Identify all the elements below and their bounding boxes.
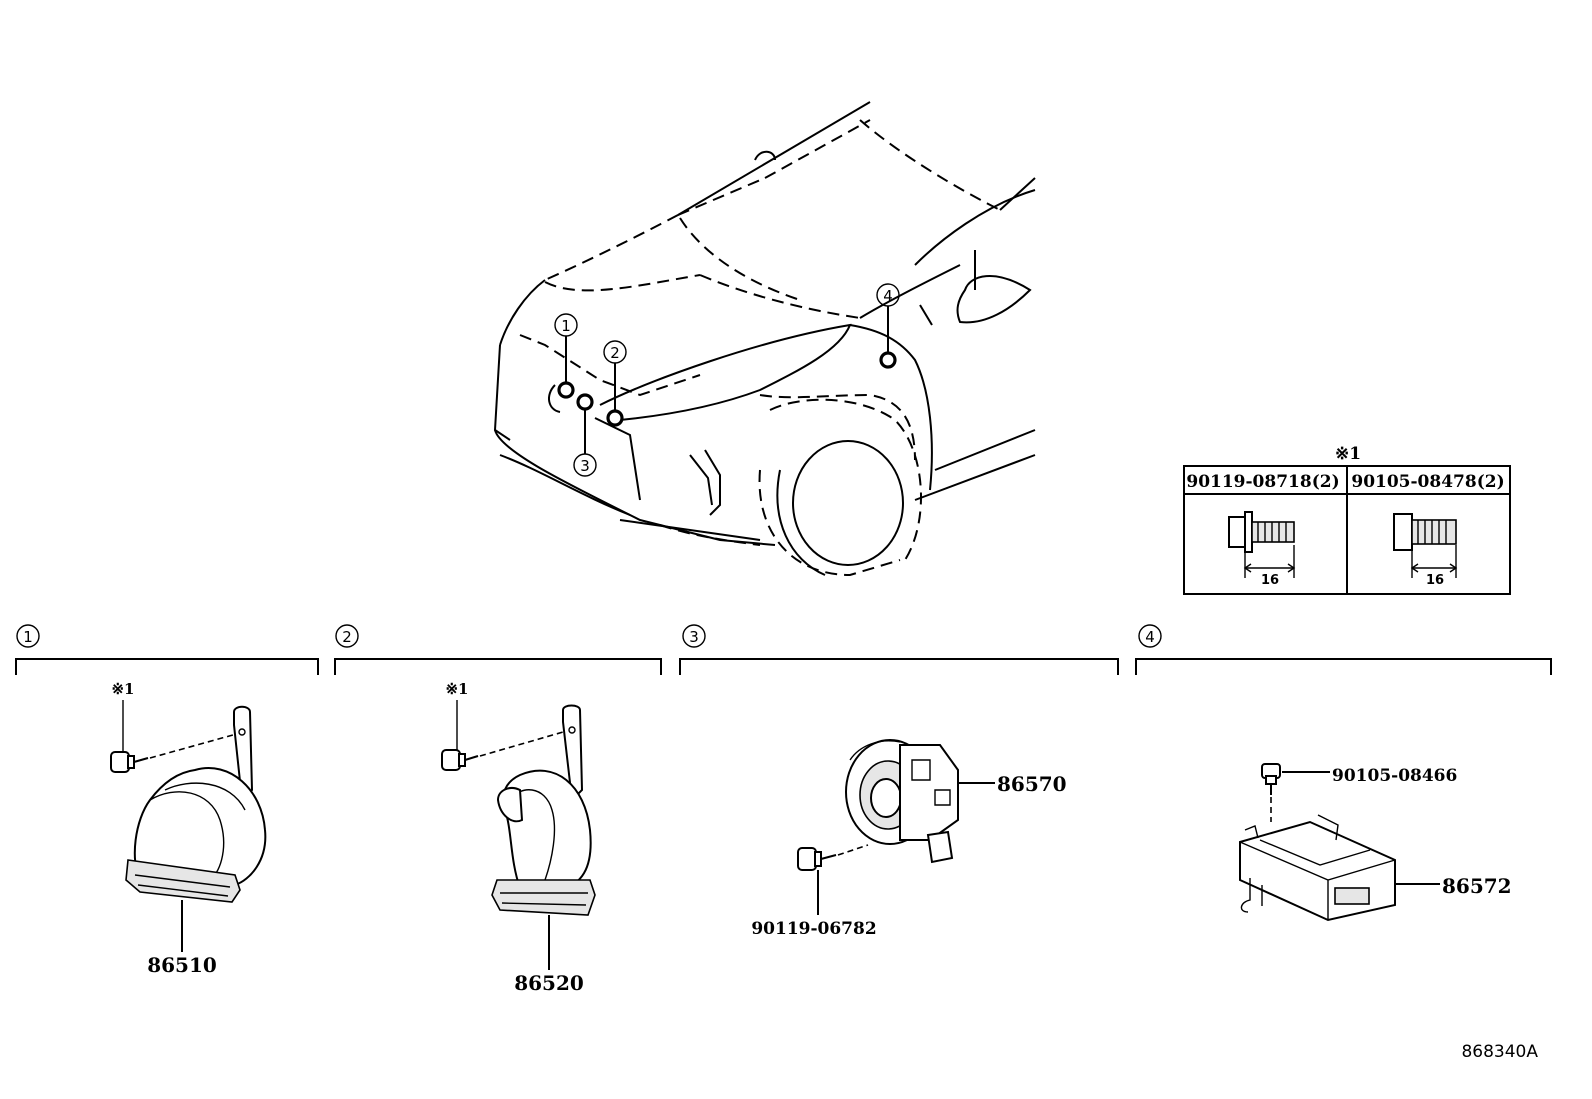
fastener-part-no-1: 90119-08718(2) <box>1186 472 1339 492</box>
bolt-with-washer-icon: 16 <box>1228 511 1296 588</box>
car-callout-1-label: 1 <box>561 317 571 335</box>
component-86570-bolt-icon <box>797 847 837 871</box>
fastener-part-no-2: 90105-08478(2) <box>1351 472 1504 492</box>
hook-mark <box>548 384 561 413</box>
diagram-id: 868340A <box>1461 1042 1538 1062</box>
horn-assembly-86520[interactable]: ※1 86520 <box>441 680 596 995</box>
component-86572-bolt-icon <box>1261 763 1281 795</box>
car-callout-2-label: 2 <box>610 344 620 362</box>
car-callout-1[interactable]: 1 <box>554 313 578 399</box>
component-86570-part-number: 86570 <box>997 772 1067 796</box>
horn-1-part-number: 86510 <box>147 953 217 977</box>
section-4-marker: 4 <box>1145 628 1155 646</box>
component-86570[interactable]: 86570 90119-06782 <box>751 739 1067 939</box>
component-86572[interactable]: 90105-08466 86572 <box>1239 763 1512 922</box>
flange-bolt-icon: 16 <box>1393 513 1458 588</box>
section-1-header: 1 <box>15 624 319 675</box>
horn-1-bolt-icon <box>110 751 149 773</box>
car-callout-4[interactable]: 4 <box>876 283 900 369</box>
fastener-table-note: ※1 <box>1335 444 1361 464</box>
car-callout-4-label: 4 <box>883 287 893 305</box>
component-86572-part-number: 86572 <box>1442 874 1512 898</box>
car-callout-2[interactable]: 2 <box>603 340 627 427</box>
horn-2-bolt-note: ※1 <box>445 680 468 698</box>
section-3-header: 3 <box>679 624 1119 675</box>
section-3-marker: 3 <box>689 628 699 646</box>
horn-2-part-number: 86520 <box>514 971 584 995</box>
component-86572-fastener: 90105-08466 <box>1332 766 1457 786</box>
section-4-header: 4 <box>1135 624 1552 675</box>
car-callout-3[interactable]: 3 <box>573 393 597 477</box>
vehicle-front-outline <box>493 101 1036 577</box>
component-86570-fastener: 90119-06782 <box>751 919 876 939</box>
horn-1-bolt-note: ※1 <box>111 680 134 698</box>
horn-assembly-86510[interactable]: ※1 86510 <box>110 680 267 977</box>
fastener-dimension-1: 16 <box>1261 573 1279 588</box>
horn-2-bolt-icon <box>441 749 479 771</box>
section-1-marker: 1 <box>23 628 33 646</box>
section-2-marker: 2 <box>342 628 352 646</box>
car-callout-3-label: 3 <box>580 457 590 475</box>
section-2-header: 2 <box>334 624 662 675</box>
fastener-table: ※1 90119-08718(2) 90105-08478(2) 16 <box>1183 444 1511 595</box>
fastener-dimension-2: 16 <box>1426 573 1444 588</box>
